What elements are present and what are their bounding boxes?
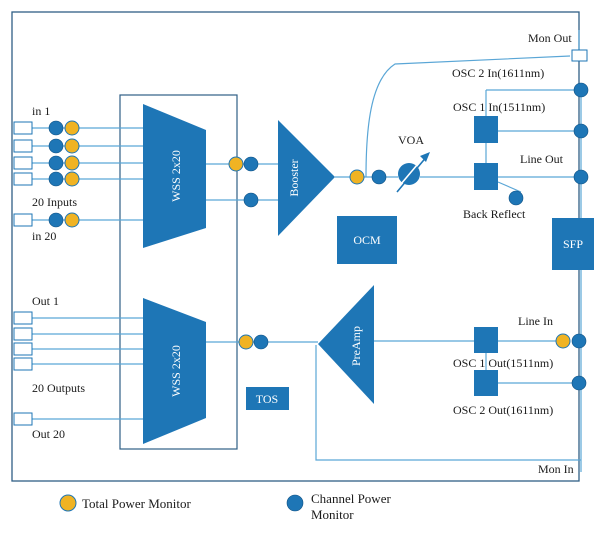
booster-input-total-monitor [228, 156, 244, 172]
label-20-inputs: 20 Inputs [32, 195, 77, 209]
line-in-total-monitor [555, 333, 571, 349]
label-20-outputs: 20 Outputs [32, 381, 85, 395]
label-mon-in: Mon In [538, 462, 574, 476]
osc2-in-port-dot [573, 82, 589, 98]
line-in-channel-monitor [571, 333, 587, 349]
output-port [13, 342, 33, 356]
osc1-in-port-dot [573, 123, 589, 139]
svg-text:OCM: OCM [353, 233, 381, 247]
line-out-port-dot [573, 169, 589, 185]
osc-in-filter-1 [474, 116, 498, 143]
input-port [13, 172, 33, 186]
label-in-1: in 1 [32, 104, 50, 118]
input-ports [13, 121, 33, 227]
ocm-block: OCM [337, 216, 397, 264]
label-line-out: Line Out [520, 152, 564, 166]
svg-text:TOS: TOS [256, 392, 278, 406]
voa-attenuator [396, 152, 430, 193]
booster-input2-channel-monitor [243, 192, 259, 208]
sfp-block: SFP [552, 218, 594, 270]
svg-text:PreAmp: PreAmp [349, 326, 363, 366]
label-line-in: Line In [518, 314, 553, 328]
input-port [13, 121, 33, 135]
output-port [13, 311, 33, 325]
input-port [13, 156, 33, 170]
svg-text:WSS 2x20: WSS 2x20 [169, 345, 183, 397]
preamp-output-channel-monitor [253, 334, 269, 350]
osc-in-filter-2 [474, 163, 498, 190]
svg-text:SFP: SFP [563, 237, 583, 251]
legend-channel-power-label-2: Monitor [311, 507, 354, 522]
back-reflect-monitor [508, 190, 524, 206]
label-out-20: Out 20 [32, 427, 65, 441]
output-port [13, 327, 33, 341]
osc-out-filter-2 [474, 370, 498, 396]
booster-amplifier: Booster [278, 120, 335, 236]
tos-block: TOS [246, 387, 289, 410]
preamp-amplifier: PreAmp [318, 285, 374, 404]
label-osc2-in: OSC 2 In(1611nm) [452, 66, 544, 80]
legend-total-power-label: Total Power Monitor [82, 496, 192, 511]
label-in-20: in 20 [32, 229, 56, 243]
mon-out-port [571, 49, 588, 62]
input-port [13, 139, 33, 153]
output-ports [13, 311, 33, 426]
booster-output-total-monitor [349, 169, 365, 185]
output-port [13, 412, 33, 426]
booster-input-channel-monitor [243, 156, 259, 172]
osc2-out-port-dot [571, 375, 587, 391]
label-voa: VOA [398, 133, 424, 147]
label-osc2-out: OSC 2 Out(1611nm) [453, 403, 553, 417]
svg-text:Booster: Booster [287, 159, 301, 196]
input-port [13, 213, 33, 227]
wss-bottom-block: WSS 2x20 [143, 298, 206, 444]
legend-channel-power-swatch [286, 494, 304, 512]
legend-channel-power-label-1: Channel Power [311, 491, 391, 506]
booster-output-channel-monitor [371, 169, 387, 185]
preamp-output-total-monitor [238, 334, 254, 350]
label-back-reflect: Back Reflect [463, 207, 526, 221]
osc-out-filter-1 [474, 327, 498, 353]
wss-module-outline [119, 94, 238, 450]
output-port [13, 357, 33, 371]
label-out-1: Out 1 [32, 294, 59, 308]
label-osc1-out: OSC 1 Out(1511nm) [453, 356, 553, 370]
label-mon-out: Mon Out [528, 31, 572, 45]
legend-total-power-swatch [59, 494, 77, 512]
svg-text:WSS 2x20: WSS 2x20 [169, 150, 183, 202]
legend: Total Power Monitor Channel Power Monito… [59, 491, 391, 522]
input-monitors [48, 120, 80, 228]
label-osc1-in: OSC 1 In(1511nm) [453, 100, 545, 114]
wss-top-block: WSS 2x20 [143, 104, 206, 248]
